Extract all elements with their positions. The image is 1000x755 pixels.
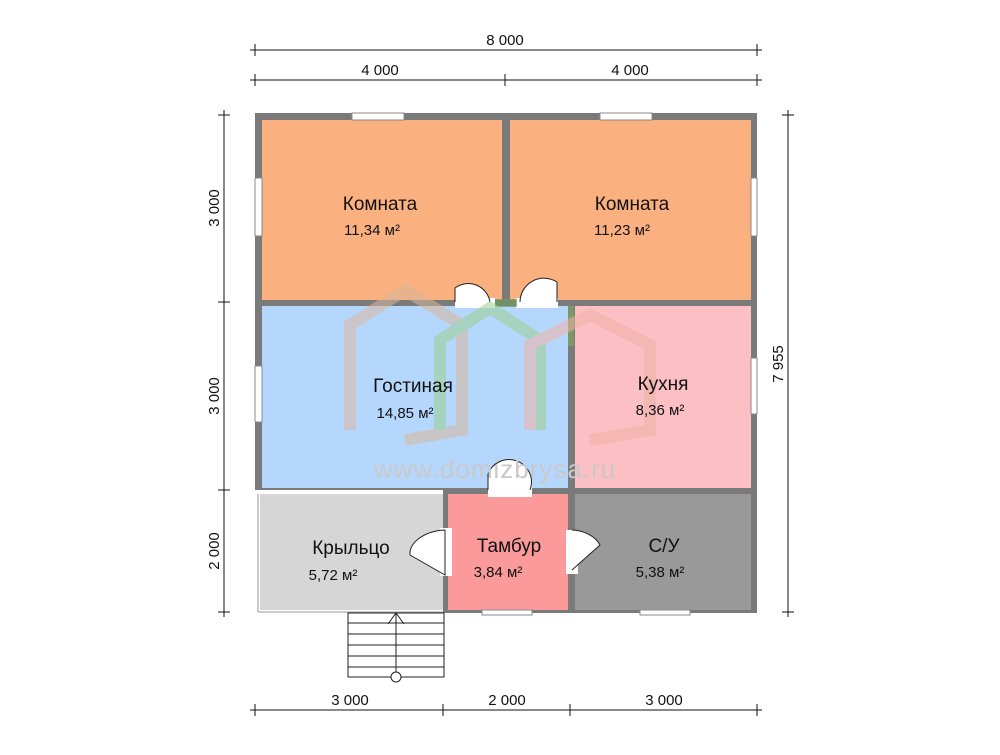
label-vestibule-name: Тамбур bbox=[477, 536, 542, 557]
label-bathroom-area: 5,38 м² bbox=[636, 564, 685, 581]
watermark-url: www.domizbrysa.ru bbox=[373, 454, 616, 484]
dim-left-top: 3 000 bbox=[206, 189, 223, 227]
window-bathroom-bottom bbox=[639, 609, 691, 616]
window-kitchen-right bbox=[750, 357, 758, 415]
room-kitchen bbox=[575, 306, 751, 488]
label-kitchen-area: 8,36 м² bbox=[636, 402, 685, 419]
dim-bottom-right: 3 000 bbox=[645, 692, 683, 709]
door-bathroom bbox=[571, 529, 601, 571]
room-living bbox=[262, 306, 568, 488]
label-living-name: Гостиная bbox=[373, 376, 453, 397]
window-bedroom-1-left bbox=[254, 177, 263, 237]
doors bbox=[409, 277, 601, 576]
dim-bottom-middle: 2 000 bbox=[488, 692, 526, 709]
room-bedroom-1 bbox=[262, 120, 502, 300]
rooms bbox=[262, 120, 751, 610]
label-vestibule-area: 3,84 м² bbox=[474, 564, 523, 581]
label-porch-area: 5,72 м² bbox=[309, 567, 358, 584]
door-gap-bedroom-2 bbox=[516, 298, 558, 308]
stairs-arrow-head bbox=[387, 612, 405, 625]
room-bedroom-2 bbox=[510, 120, 751, 300]
stairs-start-circle bbox=[390, 671, 402, 683]
dim-bottom-left: 3 000 bbox=[331, 692, 369, 709]
dim-left-middle: 3 000 bbox=[206, 377, 223, 415]
dim-top-right: 4 000 bbox=[611, 62, 649, 79]
label-bedroom-2-name: Комната bbox=[595, 194, 670, 215]
watermark-logo bbox=[344, 282, 656, 446]
window-bedroom-2-right bbox=[750, 177, 758, 237]
label-bathroom-name: С/У bbox=[648, 536, 680, 557]
porch-stairs bbox=[347, 612, 445, 683]
dimension-labels: 8 000 4 000 4 000 3 000 3 000 2 000 7 95… bbox=[206, 32, 787, 709]
window-living-left bbox=[254, 365, 263, 423]
door-vestibule-top bbox=[487, 459, 532, 491]
window-vestibule-bottom bbox=[481, 609, 533, 616]
window-bedroom-1-top bbox=[351, 112, 405, 121]
room-vestibule bbox=[448, 494, 568, 610]
room-labels: Комната 11,34 м² Комната 11,23 м² Гостин… bbox=[309, 194, 689, 584]
partition-stub-bedrooms bbox=[495, 299, 517, 307]
room-bathroom bbox=[575, 494, 751, 610]
label-bedroom-1-name: Комната bbox=[343, 194, 418, 215]
dim-top-left: 4 000 bbox=[361, 62, 399, 79]
door-bedroom-2 bbox=[519, 277, 558, 303]
door-gap-bedroom-1 bbox=[455, 298, 495, 308]
dim-right-total: 7 955 bbox=[770, 345, 787, 383]
door-porch bbox=[409, 529, 446, 576]
dim-top-total: 8 000 bbox=[486, 32, 524, 49]
windows bbox=[254, 112, 758, 616]
label-bedroom-2-area: 11,23 м² bbox=[594, 222, 650, 239]
label-porch-name: Крыльцо bbox=[312, 538, 390, 559]
dimension-lines bbox=[218, 44, 794, 716]
label-bedroom-1-area: 11,34 м² bbox=[344, 222, 400, 239]
window-bedroom-2-top bbox=[599, 112, 653, 121]
label-kitchen-name: Кухня bbox=[638, 374, 689, 395]
label-living-area: 14,85 м² bbox=[376, 405, 433, 422]
dim-left-bottom: 2 000 bbox=[206, 532, 223, 570]
door-bedroom-1 bbox=[454, 283, 491, 303]
